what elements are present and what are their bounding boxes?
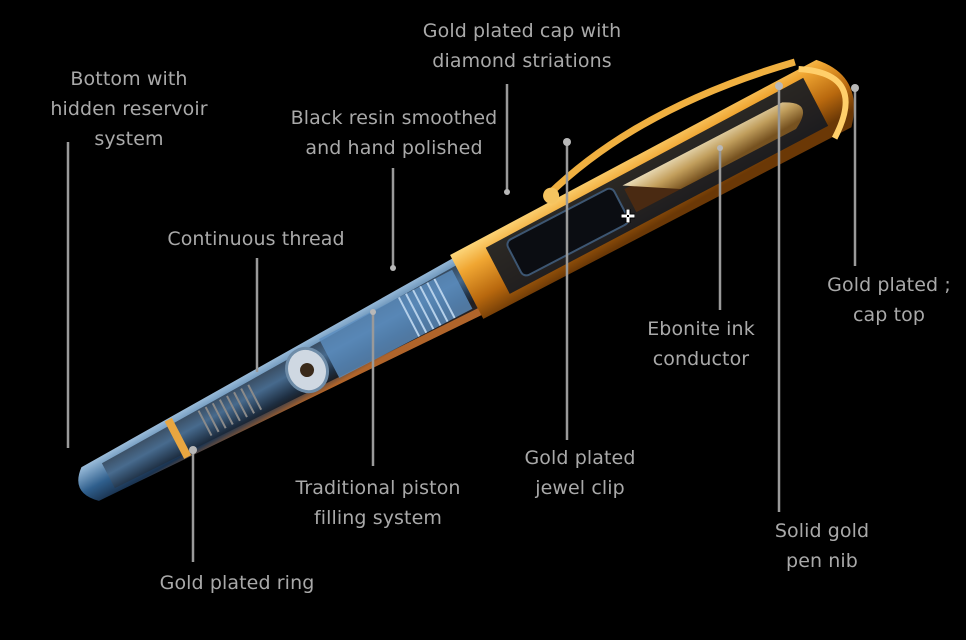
label-line: diamond striations xyxy=(432,50,612,72)
label-nib: Solid gold pen nib xyxy=(760,516,884,576)
pen-body xyxy=(78,58,855,501)
thread-coils xyxy=(197,384,263,437)
move-cursor-icon xyxy=(621,209,635,223)
label-bottom-reservoir: Bottom with hidden reservoir system xyxy=(36,64,222,154)
label-line: Black resin smoothed xyxy=(290,107,498,129)
jewel xyxy=(543,187,560,204)
label-line: Continuous thread xyxy=(167,228,345,250)
label-ebonite: Ebonite ink conductor xyxy=(636,314,766,374)
label-line: Gold plated cap with xyxy=(422,20,622,42)
label-black-resin: Black resin smoothed and hand polished xyxy=(276,103,512,163)
label-line: Solid gold xyxy=(774,520,870,542)
clip xyxy=(545,58,796,198)
gold-ring xyxy=(164,417,192,459)
label-line: cap top xyxy=(852,304,926,326)
label-line: pen nib xyxy=(786,550,858,572)
label-line: conductor xyxy=(652,348,750,370)
label-line: jewel clip xyxy=(535,477,625,499)
label-gold-ring: Gold plated ring xyxy=(144,568,330,598)
label-line: Bottom with xyxy=(70,68,188,90)
label-line: and hand polished xyxy=(305,137,483,159)
label-line: system xyxy=(94,128,164,150)
label-line: Ebonite ink xyxy=(647,318,755,340)
leader-lines xyxy=(66,84,857,562)
label-line: filling system xyxy=(313,507,443,529)
label-line: Traditional piston xyxy=(295,477,461,499)
label-line: Gold plated ring xyxy=(159,572,315,594)
label-continuous-thread: Continuous thread xyxy=(150,224,362,254)
label-line: hidden reservoir xyxy=(50,98,208,120)
label-line: Gold plated xyxy=(524,447,636,469)
label-gold-cap-top: Gold plated ; cap top xyxy=(812,270,966,330)
label-line: Gold plated ; xyxy=(827,274,951,296)
leader-dots xyxy=(189,82,859,454)
nib xyxy=(622,102,804,190)
label-jewel-clip: Gold plated jewel clip xyxy=(510,443,650,503)
label-piston: Traditional piston filling system xyxy=(280,473,476,533)
label-cap-striations: Gold plated cap with diamond striations xyxy=(404,16,640,76)
